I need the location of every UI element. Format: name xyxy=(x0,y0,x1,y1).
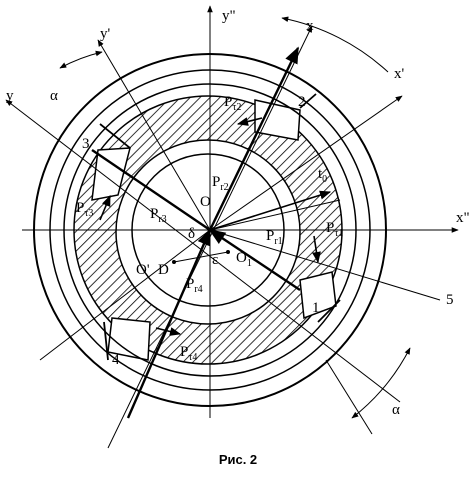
label-alpha-bottom: α xyxy=(392,402,400,418)
alpha-arc-topright xyxy=(281,16,389,73)
label-y-prime: y' xyxy=(100,26,111,42)
alpha-arc-top xyxy=(59,50,103,69)
label-epsilon: ε xyxy=(212,252,218,268)
label-D: D xyxy=(158,262,169,278)
axis-y xyxy=(5,99,401,403)
arrow-pt4 xyxy=(155,327,182,336)
label-pad-4: 4 xyxy=(112,352,120,368)
pad-3-cutout xyxy=(91,147,131,201)
arrow-pt3 xyxy=(99,194,111,221)
label-pt2: Pτ2 xyxy=(224,94,241,113)
label-pr2: Pr2 xyxy=(212,174,229,193)
label-pt3: Pτ3 xyxy=(76,200,93,219)
label-delta: δ xyxy=(188,226,195,242)
label-pad-2: 2 xyxy=(298,94,306,110)
alpha-arc-bottom xyxy=(351,347,411,419)
label-t0: t0 xyxy=(318,166,327,185)
pad-1-side xyxy=(317,299,341,323)
pad-4-side xyxy=(103,321,109,361)
label-pt1: Pτ1 xyxy=(326,220,343,239)
label-pt4: Pτ4 xyxy=(180,344,197,363)
center-O xyxy=(207,227,213,233)
force-pr3 xyxy=(91,149,211,231)
pad-2-cutout xyxy=(254,99,301,141)
arrow-pt2 xyxy=(236,117,263,126)
force-pr4 xyxy=(126,228,212,419)
label-y-dprime: y" xyxy=(222,8,236,24)
label-x-dprime: x" xyxy=(456,210,470,226)
axis-x-prime xyxy=(209,95,403,231)
pad-4-cutout xyxy=(107,317,151,361)
label-pad-3: 3 xyxy=(82,136,90,152)
label-x-prime: x' xyxy=(394,66,405,82)
line-lower-left xyxy=(39,229,211,361)
label-pr4: Pr4 xyxy=(186,276,203,295)
pad-3-side xyxy=(99,123,131,149)
label-alpha-top: α xyxy=(50,88,58,104)
label-5: 5 xyxy=(446,292,454,308)
force-pr1 xyxy=(208,229,301,291)
label-x: x xyxy=(306,18,314,34)
offset-line xyxy=(173,251,229,263)
label-O1: O1 xyxy=(236,250,252,269)
label-y: y xyxy=(6,88,14,104)
force-pr2 xyxy=(208,46,300,231)
force-t0 xyxy=(209,190,332,231)
line-upper-right xyxy=(209,199,341,231)
label-pr3: Pr3 xyxy=(150,206,167,225)
pad-2-side xyxy=(299,93,317,109)
label-pad-1: 1 xyxy=(312,300,320,316)
label-Oprime: O' xyxy=(136,262,150,278)
axis-y-prime xyxy=(97,39,211,231)
pad-1-cutout xyxy=(299,271,337,320)
figure-caption: Рис. 2 xyxy=(218,452,258,467)
arrow-pt1 xyxy=(312,235,321,264)
alpha-tick-bottom xyxy=(325,359,373,435)
line-to-5 xyxy=(209,229,441,301)
label-pr1: Pr1 xyxy=(266,228,283,247)
label-O: O xyxy=(200,194,211,210)
